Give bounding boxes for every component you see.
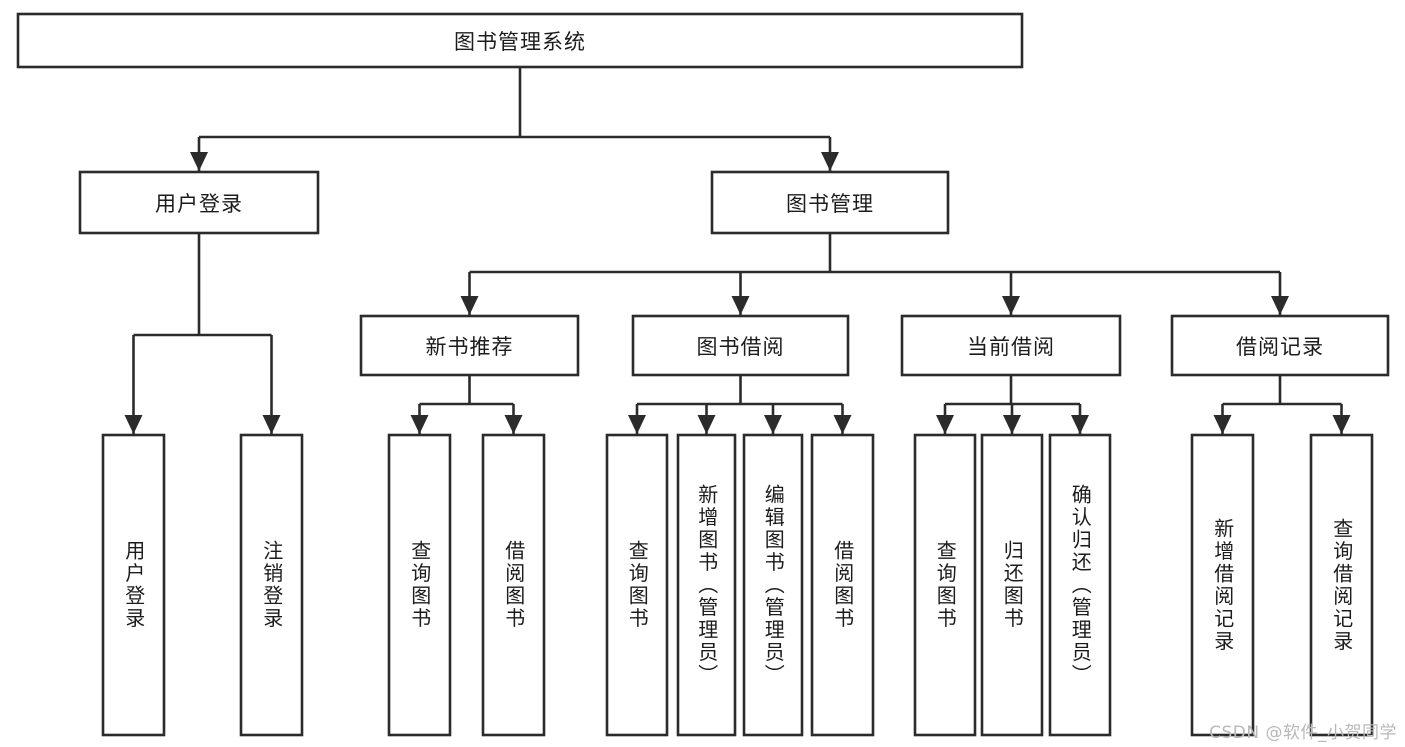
leaf-node-box-12[interactable]: [1309, 433, 1374, 737]
arrow-head-icon: [124, 415, 143, 434]
arrow-head-icon: [821, 152, 839, 171]
connector-lines: [124, 67, 1351, 434]
leaf-node-box-0[interactable]: [101, 433, 166, 737]
leaf-node-box-8[interactable]: [913, 433, 977, 737]
leaf-node-box-9[interactable]: [980, 433, 1044, 737]
level1-node-box-1[interactable]: [710, 170, 950, 235]
arrow-head-icon: [764, 415, 782, 434]
level2-node-box-3[interactable]: [1170, 314, 1390, 377]
arrow-head-icon: [697, 415, 716, 434]
leaf-node-box-10[interactable]: [1048, 433, 1112, 737]
level2-node-box-2[interactable]: [900, 314, 1122, 377]
leaf-node-box-4[interactable]: [605, 433, 669, 737]
arrow-head-icon: [504, 415, 523, 434]
level2-node-box-0[interactable]: [359, 314, 580, 377]
arrow-head-icon: [628, 415, 646, 434]
arrow-head-icon: [1213, 415, 1232, 434]
leaf-node-box-6[interactable]: [742, 433, 804, 737]
leaf-node-box-3[interactable]: [481, 433, 546, 737]
arrow-head-icon: [460, 296, 479, 315]
arrow-head-icon: [731, 296, 750, 315]
root-node-box[interactable]: [16, 12, 1024, 69]
level1-node-box-0[interactable]: [78, 170, 320, 235]
arrow-head-icon: [1271, 296, 1289, 315]
leaf-node-box-5[interactable]: [676, 433, 737, 737]
arrow-head-icon: [833, 415, 852, 434]
arrow-head-icon: [262, 415, 281, 434]
node-boxes: [16, 12, 1390, 737]
leaf-node-box-11[interactable]: [1190, 433, 1255, 737]
arrow-head-icon: [1003, 415, 1021, 434]
leaf-node-box-7[interactable]: [810, 433, 875, 737]
arrow-head-icon: [1332, 415, 1351, 434]
level2-node-box-1[interactable]: [631, 314, 850, 377]
arrow-head-icon: [936, 415, 954, 434]
leaf-node-box-1[interactable]: [239, 433, 304, 737]
leaf-node-box-2[interactable]: [387, 433, 452, 737]
arrow-head-icon: [1071, 415, 1089, 434]
arrow-head-icon: [190, 152, 208, 171]
arrow-head-icon: [1002, 296, 1020, 315]
csdn-watermark: CSDN @软件_小贺同学: [1209, 723, 1397, 743]
arrow-head-icon: [410, 415, 429, 434]
